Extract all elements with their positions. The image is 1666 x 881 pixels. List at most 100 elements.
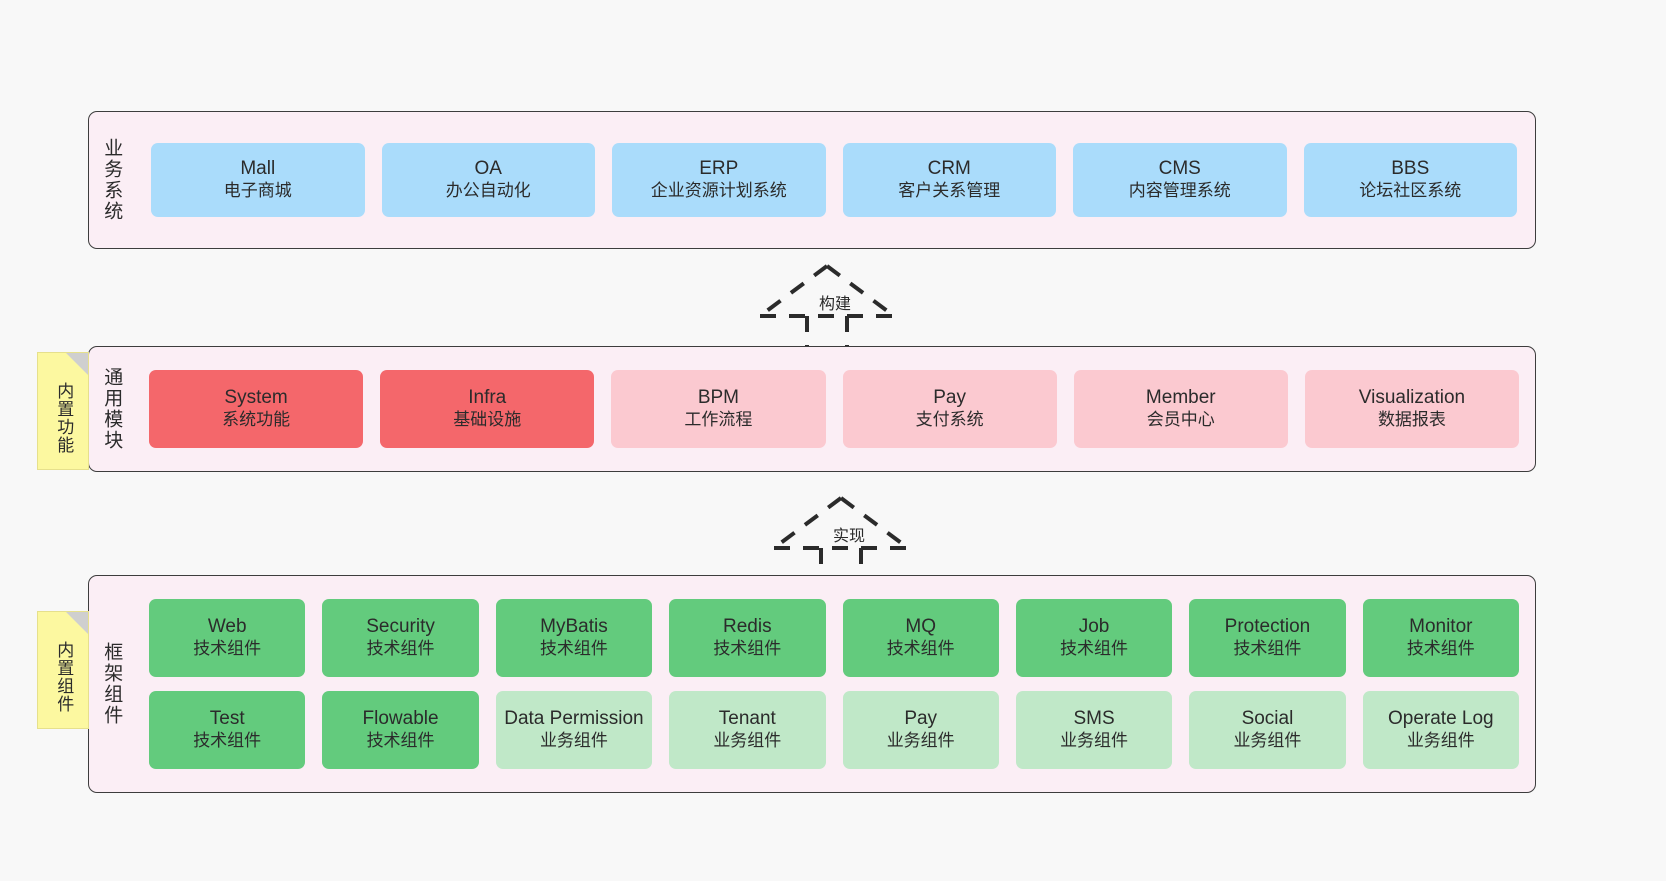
module-card-title: MyBatis bbox=[540, 616, 608, 638]
module-card-subtitle: 系统功能 bbox=[222, 410, 291, 430]
module-card-subtitle: 数据报表 bbox=[1377, 410, 1446, 430]
module-card-title: Pay bbox=[904, 708, 938, 730]
note-fold-icon bbox=[66, 612, 88, 634]
note-builtin-components-label: 内置组件 bbox=[54, 641, 74, 713]
module-card-title: MQ bbox=[905, 616, 936, 638]
module-card-subtitle: 办公自动化 bbox=[445, 181, 531, 201]
connector-build: 构建 bbox=[752, 258, 902, 358]
module-card-subtitle: 业务组件 bbox=[1406, 731, 1475, 751]
module-card-title: Test bbox=[209, 708, 245, 730]
module-card-title: Job bbox=[1078, 616, 1110, 638]
module-card-subtitle: 论坛社区系统 bbox=[1359, 181, 1462, 201]
module-card-title: System bbox=[224, 387, 288, 409]
module-card-subtitle: 技术组件 bbox=[1233, 639, 1302, 659]
module-card-subtitle: 电子商城 bbox=[223, 181, 292, 201]
module-card-subtitle: 基础设施 bbox=[453, 410, 522, 430]
module-card-title: CRM bbox=[927, 158, 971, 180]
note-builtin-features-label: 内置功能 bbox=[54, 382, 74, 454]
module-card-title: ERP bbox=[699, 158, 739, 180]
module-card-subtitle: 业务组件 bbox=[539, 731, 608, 751]
layer-title-framework-components: 框架组件 bbox=[101, 642, 123, 726]
module-card-subtitle: 支付系统 bbox=[915, 410, 984, 430]
module-card-subtitle: 技术组件 bbox=[366, 639, 435, 659]
note-fold-icon bbox=[66, 353, 88, 375]
module-card-subtitle: 技术组件 bbox=[1406, 639, 1475, 659]
module-card-title: Web bbox=[207, 616, 247, 638]
note-builtin-features: 内置功能 bbox=[37, 352, 89, 470]
module-card-title: Member bbox=[1145, 387, 1216, 409]
connector-realize-label: 实现 bbox=[830, 522, 869, 546]
module-card-title: Infra bbox=[468, 387, 507, 409]
module-card-title: Social bbox=[1241, 708, 1294, 730]
connector-build-label: 构建 bbox=[816, 290, 855, 314]
module-card-subtitle: 业务组件 bbox=[1233, 731, 1302, 751]
module-card-subtitle: 技术组件 bbox=[713, 639, 782, 659]
layer-title-business-systems: 业务系统 bbox=[101, 138, 123, 222]
layer-title-common-modules: 通用模块 bbox=[101, 367, 123, 451]
module-card-title: Protection bbox=[1224, 616, 1311, 638]
module-card-title: Pay bbox=[933, 387, 966, 409]
module-card-title: Data Permission bbox=[504, 708, 644, 730]
module-card-title: BPM bbox=[697, 387, 740, 409]
module-card-title: Security bbox=[366, 616, 435, 638]
module-card-title: Visualization bbox=[1358, 387, 1466, 409]
module-card-title: SMS bbox=[1073, 708, 1115, 730]
module-card-subtitle: 技术组件 bbox=[886, 639, 955, 659]
module-card-subtitle: 技术组件 bbox=[193, 639, 262, 659]
module-card-subtitle: 技术组件 bbox=[539, 639, 608, 659]
module-card-subtitle: 内容管理系统 bbox=[1128, 181, 1231, 201]
module-card-subtitle: 工作流程 bbox=[684, 410, 753, 430]
module-card-subtitle: 业务组件 bbox=[1060, 731, 1129, 751]
module-card-subtitle: 技术组件 bbox=[366, 731, 435, 751]
module-card-subtitle: 业务组件 bbox=[713, 731, 782, 751]
module-card-title: Monitor bbox=[1409, 616, 1473, 638]
module-card-subtitle: 技术组件 bbox=[1060, 639, 1129, 659]
module-card-title: OA bbox=[474, 158, 502, 180]
note-builtin-components: 内置组件 bbox=[37, 611, 89, 729]
module-card-title: Tenant bbox=[718, 708, 776, 730]
module-card-subtitle: 会员中心 bbox=[1146, 410, 1215, 430]
connector-realize: 实现 bbox=[766, 490, 916, 590]
module-card-subtitle: 技术组件 bbox=[193, 731, 262, 751]
module-card-title: Operate Log bbox=[1387, 708, 1494, 730]
module-card-title: Mall bbox=[240, 158, 276, 180]
module-card-title: Flowable bbox=[362, 708, 439, 730]
module-card-subtitle: 企业资源计划系统 bbox=[650, 181, 787, 201]
module-card-subtitle: 业务组件 bbox=[886, 731, 955, 751]
